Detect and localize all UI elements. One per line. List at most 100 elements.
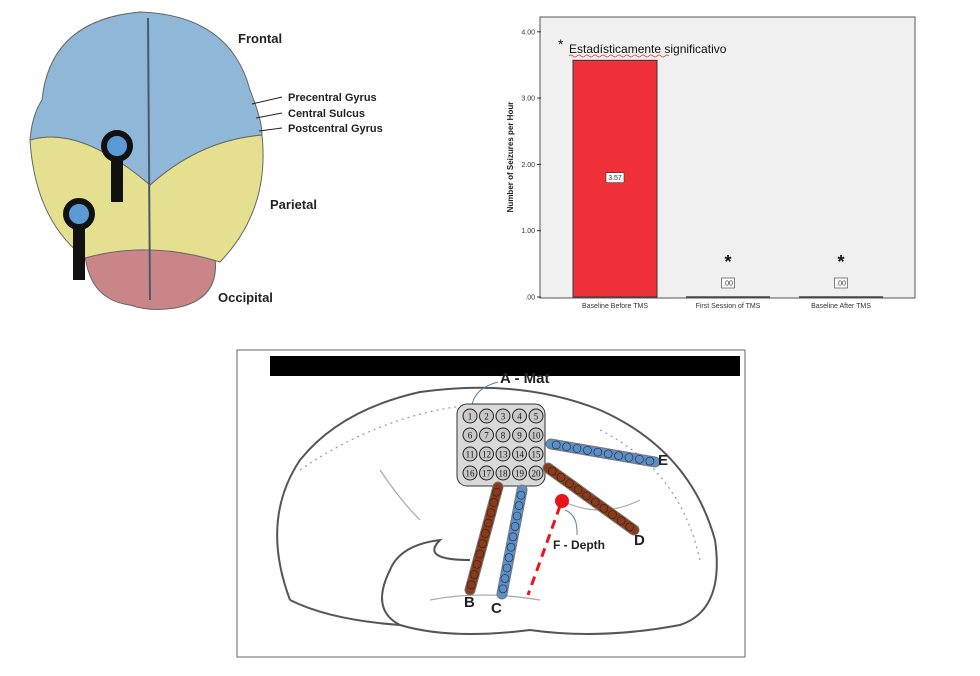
x-tick-label: Baseline After TMS: [811, 303, 871, 310]
strip-contact: [572, 444, 582, 453]
mat-contact: [462, 446, 478, 462]
x-tick-label: Baseline Before TMS: [582, 303, 648, 310]
mat-contact: [479, 465, 494, 481]
pointer-line: [258, 127, 283, 132]
depth-electrode: [526, 505, 562, 596]
sulcus-lines: [299, 404, 701, 561]
strip-d: [542, 462, 640, 536]
diagram-frame: [236, 349, 746, 658]
mat-contact: [528, 427, 544, 443]
strip-contact: [475, 549, 485, 559]
pointer-line: [251, 96, 283, 105]
mat-contact: [512, 446, 527, 462]
strip-contact: [583, 445, 592, 455]
label-occipital: Occipital: [218, 290, 273, 305]
tms-coil-2: [63, 198, 95, 280]
strip-contact: [624, 453, 634, 462]
mat-contact: [479, 427, 494, 443]
tms-coil-1: [101, 130, 133, 202]
mat-contact-number: 19: [515, 469, 525, 479]
strip-contact: [508, 532, 518, 542]
mat-contact-number: 11: [466, 450, 475, 460]
mat-contact: [495, 465, 511, 481]
strip-contact: [506, 542, 516, 552]
strip-contact: [512, 511, 522, 521]
label-mat: A - Mat: [500, 370, 549, 387]
label-precentral-gyrus: Precentral Gyrus: [288, 92, 377, 104]
mat-pointer: [471, 381, 499, 406]
strip-contact: [467, 580, 476, 590]
label-frontal: Frontal: [238, 31, 282, 46]
mat-contact: [528, 446, 544, 462]
mat-contact: [462, 427, 478, 443]
strip-contact: [492, 487, 501, 497]
mat-contact-number: 15: [532, 450, 542, 460]
strip-contact: [645, 456, 655, 466]
mat-contact: [512, 465, 527, 481]
mat-contact: [528, 465, 544, 481]
strip-contact: [516, 490, 526, 500]
mat-contact: [462, 465, 478, 481]
strip-contact: [469, 570, 479, 579]
strip-contact: [502, 563, 512, 573]
strip-e: [545, 438, 661, 468]
mat-contact-number: 13: [499, 450, 509, 460]
mat-contact-number: 12: [482, 450, 491, 460]
significance-marker: *: [724, 252, 731, 272]
mat-contact-number: 14: [515, 450, 525, 460]
label-postcentral-gyrus: Postcentral Gyrus: [288, 123, 383, 135]
strip-contact: [573, 485, 583, 495]
strip-contact: [486, 508, 496, 518]
strip-contact: [614, 451, 623, 461]
label-depth: F - Depth: [553, 538, 605, 552]
mat-contact-number: 2: [484, 412, 489, 422]
strip-contact: [582, 491, 592, 501]
mat-contact-number: 7: [484, 431, 489, 441]
frontal-lobe: [29, 11, 263, 186]
strip-contact: [478, 539, 487, 548]
strip-contact: [556, 472, 566, 482]
x-tick-label: First Session of TMS: [696, 303, 761, 310]
strip-contact: [565, 479, 574, 488]
strip-contact: [500, 574, 510, 583]
brain-outline: [276, 386, 718, 635]
strip-c: [496, 484, 528, 600]
y-tick-label: 4.00: [521, 29, 535, 36]
brain-outline-lower: [289, 599, 401, 626]
label-parietal: Parietal: [270, 197, 317, 212]
mat-contact-number: 8: [501, 431, 506, 441]
mat-contact-number: 20: [532, 469, 542, 479]
strip-b: [464, 481, 504, 596]
mat-contact: [495, 446, 511, 462]
strip-contact: [635, 454, 644, 464]
y-tick-label: 1.00: [521, 228, 535, 235]
longitudinal-fissure: [147, 17, 151, 301]
strip-contact: [625, 522, 635, 532]
data-label-box: [834, 277, 848, 289]
mat-contact: [479, 446, 494, 462]
depth-electrode-tip: [555, 494, 569, 508]
strip-contact: [593, 447, 603, 457]
mat-contact: [512, 408, 527, 424]
mat-contact-number: 10: [532, 431, 542, 441]
label-strip-b: B: [464, 594, 475, 611]
mat-contact-number: 9: [517, 431, 522, 441]
strip-contact: [489, 498, 499, 507]
label-central-sulcus: Central Sulcus: [288, 108, 365, 120]
mat-contact: [462, 408, 478, 424]
strip-contact: [483, 518, 493, 528]
strip-contact: [616, 516, 626, 526]
label-strip-e: E: [658, 452, 668, 469]
mat-contact: [528, 408, 544, 424]
mat-contact: [495, 408, 511, 424]
significance-marker: *: [837, 252, 844, 272]
redaction-bar: [270, 356, 740, 376]
strip-contact: [504, 553, 514, 562]
label-strip-c: C: [491, 600, 502, 617]
strip-contact: [498, 584, 508, 594]
strip-contact: [514, 501, 524, 510]
y-tick-label: 3.00: [521, 96, 535, 103]
